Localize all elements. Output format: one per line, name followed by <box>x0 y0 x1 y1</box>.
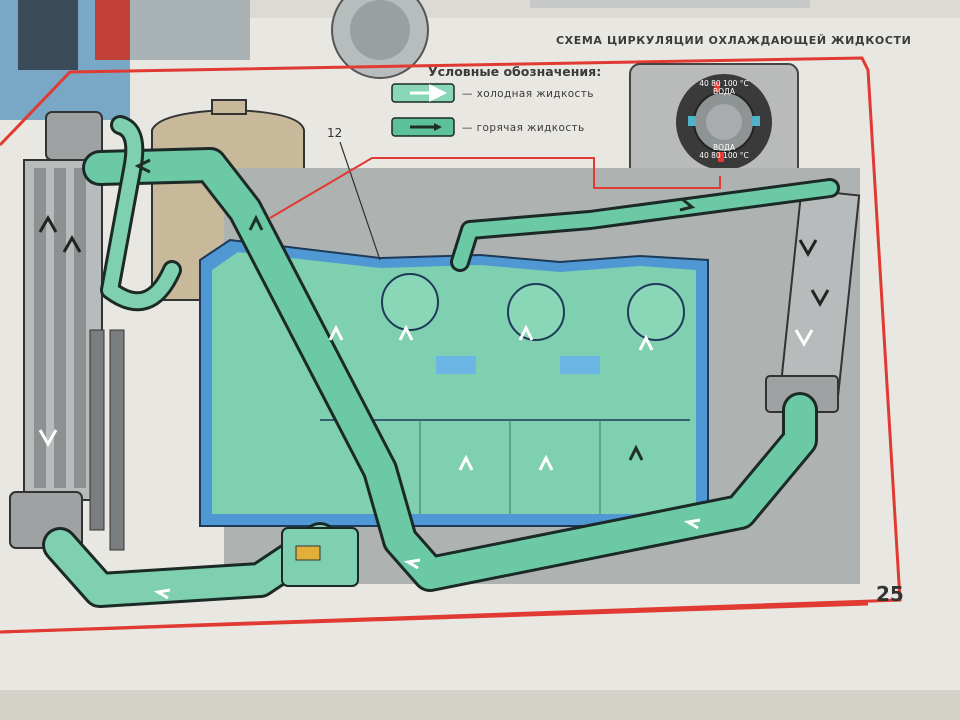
sensor-wire <box>269 157 721 219</box>
diagram-title: СХЕМА ЦИРКУЛЯЦИИ ОХЛАЖДАЮЩЕЙ ЖИДКОСТИ <box>556 34 912 47</box>
flow-arrows <box>134 158 701 600</box>
red-frame <box>0 56 902 634</box>
legend-swatches <box>391 83 455 137</box>
legend-hot-label: — горячая жидкость <box>462 122 585 134</box>
top-partial-illustration <box>0 0 810 120</box>
engine-block <box>199 238 709 527</box>
temperature-gauge <box>629 63 799 185</box>
table-edge <box>0 690 960 720</box>
legend-cold-label: — холодная жидкость <box>462 88 594 100</box>
callout-number: 12 <box>327 126 343 140</box>
page-number: 25 <box>876 582 904 606</box>
callout-leader <box>339 141 381 261</box>
fan-belt <box>89 329 125 551</box>
thermostat <box>281 527 359 587</box>
legend-title: Условные обозначения: <box>428 64 602 79</box>
